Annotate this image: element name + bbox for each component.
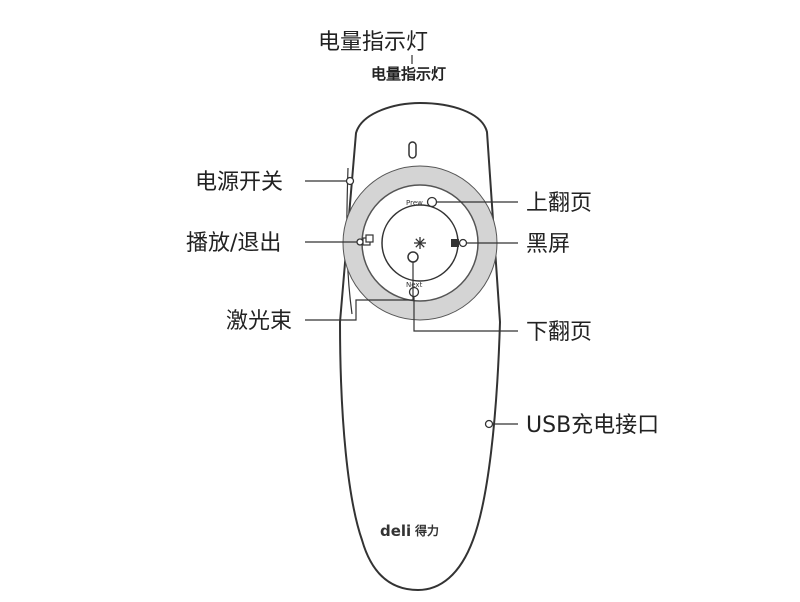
play-exit-marker <box>356 238 364 246</box>
prev-button-dot[interactable] <box>426 196 438 208</box>
black-screen-icon[interactable] <box>451 239 459 247</box>
indicator-top-label: 电量指示灯 <box>318 30 428 55</box>
usb-port-label: USB充电接口 <box>526 413 659 438</box>
prev-button-label: Prew <box>406 199 423 207</box>
power-switch-label: 电源开关 <box>195 170 283 195</box>
black-screen-label: 黑屏 <box>526 232 570 257</box>
next-button-label: Next <box>406 281 423 289</box>
power-switch-marker <box>345 176 355 186</box>
laser-star-icon <box>414 237 426 249</box>
callout-lines <box>305 55 518 425</box>
page-up-label: 上翻页 <box>526 191 592 216</box>
battery-indicator-light <box>408 141 417 159</box>
laser-emitter <box>407 251 419 263</box>
play-exit-label: 播放/退出 <box>186 231 281 256</box>
laser-label: 激光束 <box>226 309 292 334</box>
black-screen-marker <box>458 238 468 248</box>
usb-port-marker <box>484 419 494 429</box>
next-button-dot[interactable] <box>408 286 420 298</box>
brand-logo-latin: deli <box>380 522 411 540</box>
brand-logo-cjk: 得力 <box>414 523 439 538</box>
indicator-device-label: 电量指示灯 <box>371 65 446 83</box>
page-down-label: 下翻页 <box>526 320 592 345</box>
